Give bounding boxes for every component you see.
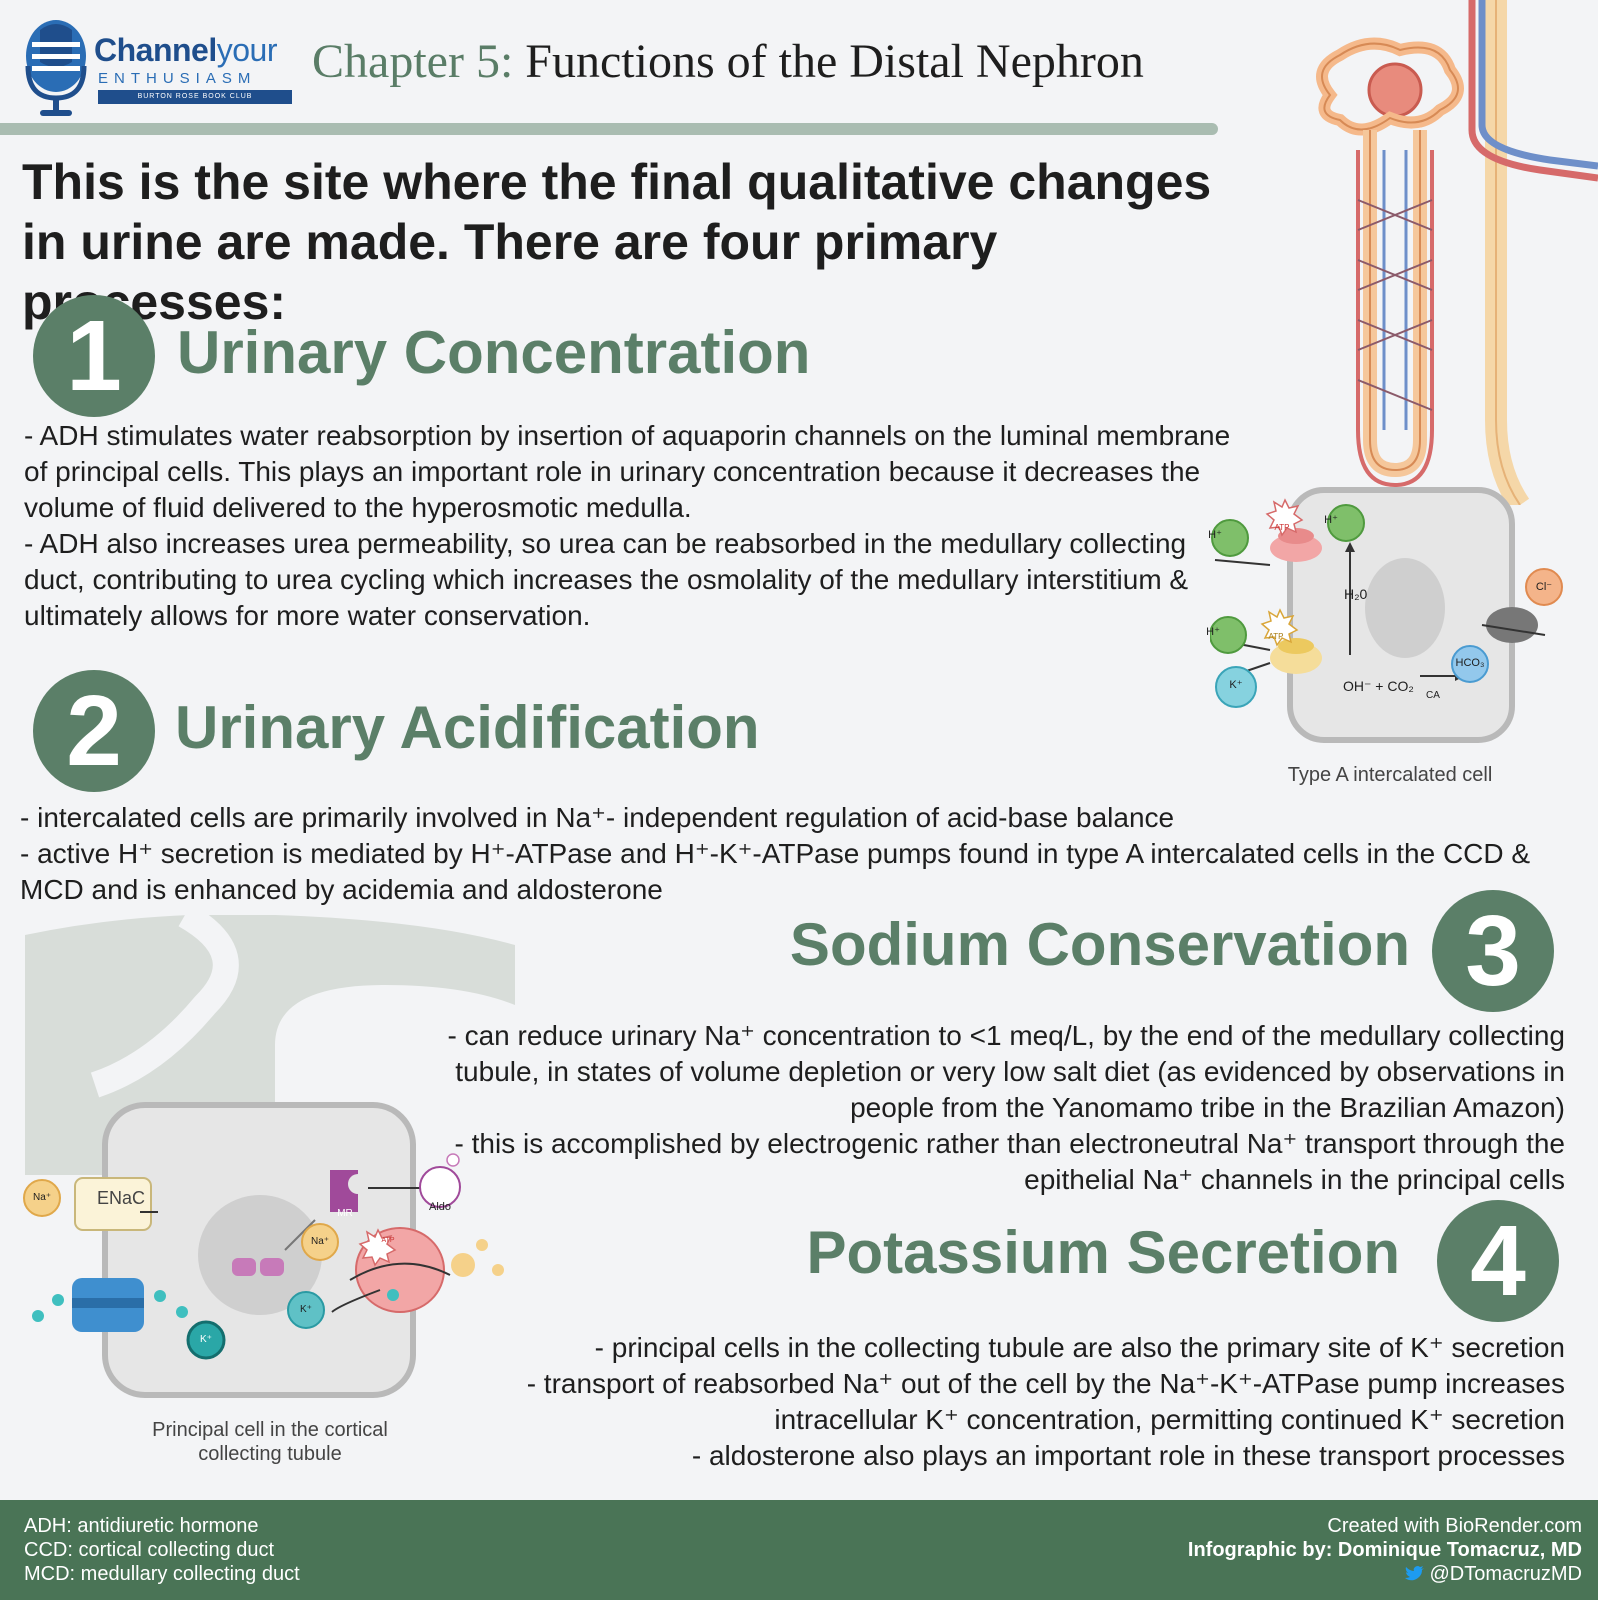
intro-text: This is the site where the final qualita… bbox=[22, 154, 1212, 330]
section-2-number: 2 bbox=[33, 670, 155, 792]
section-2-line-1: - intercalated cells are primarily invol… bbox=[20, 802, 1175, 833]
abbreviations-list: ADH: antidiuretic hormone CCD: cortical … bbox=[24, 1514, 300, 1586]
logo-brand-text: Channelyour bbox=[94, 32, 277, 68]
section-4-body: - principal cells in the collecting tubu… bbox=[440, 1330, 1565, 1474]
principal-cell-caption-line-2: collecting tubule bbox=[198, 1443, 342, 1465]
header-divider bbox=[0, 123, 1218, 135]
abbreviation-adh: ADH: antidiuretic hormone bbox=[24, 1515, 259, 1537]
credits: Created with BioRender.com Infographic b… bbox=[1188, 1514, 1582, 1586]
h2o-label: H₂0 bbox=[1344, 586, 1368, 602]
hco3-label: HCO₃ bbox=[1455, 657, 1485, 669]
chapter-label: Chapter 5: bbox=[312, 35, 514, 88]
h-ion-label-3: H⁺ bbox=[1206, 626, 1220, 638]
twitter-bird-icon bbox=[1405, 1566, 1425, 1581]
logo-club-banner: BURTON ROSE BOOK CLUB bbox=[98, 90, 292, 104]
cl-ion-label: Cl⁻ bbox=[1535, 581, 1553, 593]
abbreviation-mcd: MCD: medullary collecting duct bbox=[24, 1563, 300, 1585]
mr-label: MR bbox=[337, 1208, 353, 1219]
section-4-line-3: - aldosterone also plays an important ro… bbox=[691, 1440, 1565, 1471]
section-4-title: Potassium Secretion bbox=[806, 1219, 1400, 1286]
h-ion-label-2: H⁺ bbox=[1324, 514, 1338, 526]
principal-cell-diagram bbox=[23, 1102, 504, 1398]
k-ion-label: K⁺ bbox=[1229, 679, 1243, 691]
section-1-title: Urinary Concentration bbox=[177, 319, 811, 386]
section-4-number: 4 bbox=[1437, 1200, 1559, 1322]
oh-co2-label: OH⁻ + CO₂ bbox=[1343, 678, 1414, 694]
principal-cell-caption-line-1: Principal cell in the cortical bbox=[152, 1419, 388, 1441]
twitter-handle-row: @DTomacruzMD bbox=[1188, 1562, 1582, 1586]
section-2-body: - intercalated cells are primarily invol… bbox=[20, 800, 1580, 908]
chapter-name: Functions of the Distal Nephron bbox=[525, 35, 1144, 88]
principal-cell-caption: Principal cell in the cortical collectin… bbox=[120, 1418, 420, 1466]
section-3-line-2: - this is accomplished by electrogenic r… bbox=[454, 1128, 1565, 1195]
section-2-title: Urinary Acidification bbox=[175, 694, 760, 761]
abbreviation-ccd: CCD: cortical collecting duct bbox=[24, 1539, 275, 1561]
k-ion-label-2: K⁺ bbox=[200, 1334, 212, 1345]
nephron-illustration bbox=[1316, 0, 1598, 505]
intercalated-cell-diagram bbox=[1210, 487, 1563, 743]
section-1-line-1: - ADH stimulates water reabsorption by i… bbox=[24, 420, 1231, 523]
section-4-line-2: - transport of reabsorbed Na⁺ out of the… bbox=[526, 1368, 1565, 1435]
na-ion-label-1: Na⁺ bbox=[32, 1192, 52, 1203]
footer: ADH: antidiuretic hormone CCD: cortical … bbox=[0, 1500, 1598, 1600]
author-credit: Infographic by: Dominique Tomacruz, MD bbox=[1187, 1539, 1582, 1561]
chapter-title: Chapter 5: Functions of the Distal Nephr… bbox=[312, 34, 1144, 89]
k-ion-label-1: K⁺ bbox=[300, 1304, 312, 1315]
twitter-handle: @DTomacruzMD bbox=[1429, 1563, 1582, 1585]
intercalated-cell-caption: Type A intercalated cell bbox=[1287, 764, 1493, 786]
atp-label-1: ATP bbox=[1274, 523, 1290, 532]
section-3-line-1: - can reduce urinary Na⁺ concentration t… bbox=[447, 1020, 1565, 1123]
carbonic-anhydrase-label: CA bbox=[1426, 690, 1440, 701]
biorender-credit: Created with BioRender.com bbox=[1327, 1515, 1582, 1537]
section-2-line-2: - active H⁺ secretion is mediated by H⁺-… bbox=[20, 838, 1531, 905]
atp-label-2: ATP bbox=[1268, 632, 1284, 641]
na-ion-label-2: Na⁺ bbox=[310, 1236, 330, 1247]
section-3-body: - can reduce urinary Na⁺ concentration t… bbox=[410, 1018, 1565, 1198]
microphone-icon bbox=[25, 20, 87, 116]
section-3-title: Sodium Conservation bbox=[789, 911, 1410, 978]
channel-your-enthusiasm-logo: Channelyour ENTHUSIASM BURTON ROSE BOOK … bbox=[18, 10, 298, 120]
section-1-number: 1 bbox=[33, 295, 155, 417]
enac-label: ENaC bbox=[96, 1188, 145, 1208]
h-ion-label-1: H⁺ bbox=[1208, 529, 1222, 541]
section-3-number: 3 bbox=[1432, 890, 1554, 1012]
section-1-body: - ADH stimulates water reabsorption by i… bbox=[24, 418, 1244, 634]
section-1-line-2: - ADH also increases urea permeability, … bbox=[24, 528, 1189, 631]
atp-label-3: ATP bbox=[381, 1237, 395, 1244]
section-4-line-1: - principal cells in the collecting tubu… bbox=[594, 1332, 1565, 1363]
aldo-label: Aldo bbox=[428, 1201, 452, 1213]
logo-subtitle: ENTHUSIASM bbox=[98, 70, 257, 87]
